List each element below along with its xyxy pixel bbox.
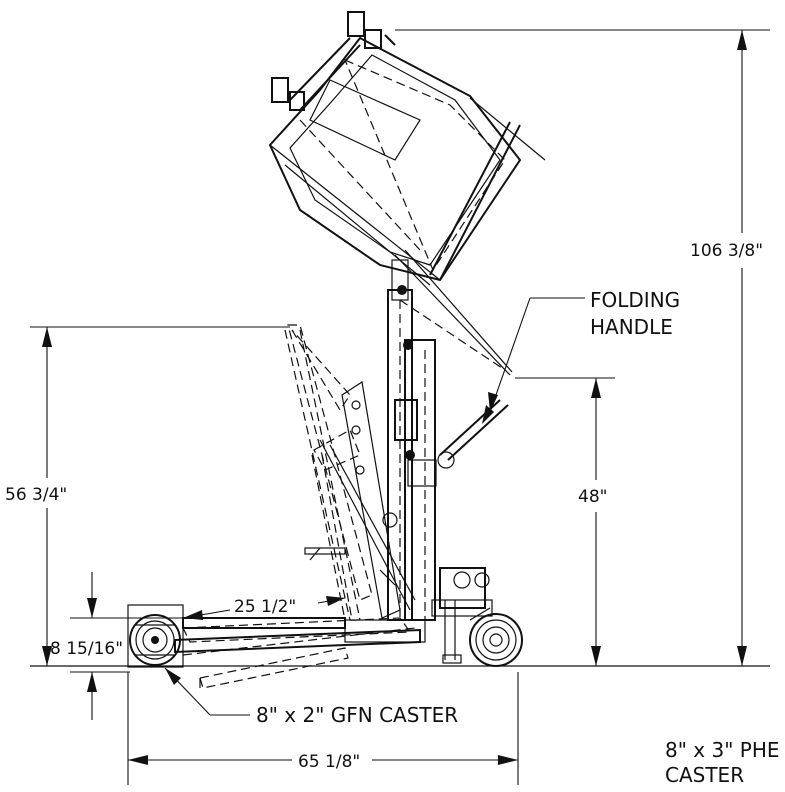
callout-front-caster-label: 8" x 2" GFN CASTER (256, 703, 458, 727)
dim-base-clearance: 8 15/16" (50, 572, 183, 720)
callout-folding-handle-line2: HANDLE (590, 315, 673, 339)
dim-reach-label: 25 1/2" (234, 597, 296, 617)
dim-overall-height-label: 106 3/8" (690, 241, 763, 261)
front-caster (127, 604, 184, 668)
dim-handle-height-label: 48" (578, 487, 607, 507)
callout-front-caster: 8" x 2" GFN CASTER (164, 667, 458, 727)
dim-reach: 25 1/2" (182, 596, 346, 620)
base-frame (174, 567, 493, 689)
dim-lowered-height-label: 56 3/4" (5, 485, 67, 505)
raised-hopper (268, 11, 546, 376)
dim-overall-length: 65 1/8" (127, 672, 519, 785)
callout-folding-handle-line1: FOLDING (590, 288, 680, 312)
dim-handle-height: 48" (515, 377, 615, 666)
dim-overall-height: 106 3/8" (395, 29, 770, 666)
dim-overall-length-label: 65 1/8" (298, 752, 360, 772)
callout-folding-handle: FOLDING HANDLE (488, 288, 680, 413)
dim-base-clearance-label: 8 15/16" (50, 639, 123, 659)
mast (382, 259, 436, 621)
callout-rear-caster-line2: CASTER (665, 763, 744, 787)
rear-caster (469, 607, 523, 667)
folding-handle (407, 399, 509, 487)
lowered-arms (284, 324, 416, 621)
callout-rear-caster: 8" x 3" PHE CASTER (665, 738, 780, 787)
dim-lowered-height: 56 3/4" (5, 326, 290, 666)
callout-rear-caster-line1: 8" x 3" PHE (665, 738, 780, 762)
